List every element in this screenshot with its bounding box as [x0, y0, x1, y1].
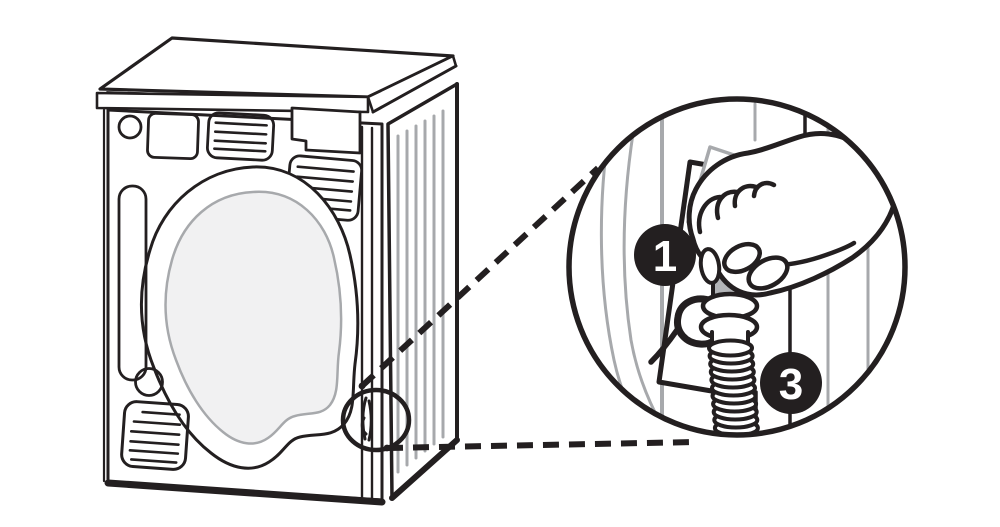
access-cover [146, 111, 200, 161]
vent-grille-top [206, 111, 276, 162]
callout-number-3: 3 [779, 360, 803, 409]
callout-number-1: 1 [653, 232, 677, 281]
left-trim-strip [117, 184, 148, 382]
drum-bulge-inner [164, 190, 343, 445]
dryer-back-panel [102, 106, 386, 506]
callout-ellipse [340, 387, 412, 453]
hand-gripping-hose [686, 131, 903, 298]
vent-grille-bottom [120, 400, 190, 471]
leader-line-upper [359, 165, 601, 389]
hose-clip-small [360, 396, 373, 442]
dryer-rear-view [95, 36, 460, 506]
magnifier-circle-border [566, 96, 908, 438]
filter-cover [290, 106, 362, 155]
magnified-detail: 1 3 [566, 96, 908, 438]
dryer-side-panel [386, 82, 460, 501]
back-panel-screw-hole [117, 114, 143, 140]
callout-badge-1: 1 [634, 224, 696, 286]
callout-badge-3: 3 [760, 352, 822, 414]
hose-outlet-plug [134, 367, 164, 397]
leader-lines [358, 165, 697, 452]
corrugated-drain-hose [707, 338, 761, 435]
dryer-top-panel [95, 36, 458, 114]
